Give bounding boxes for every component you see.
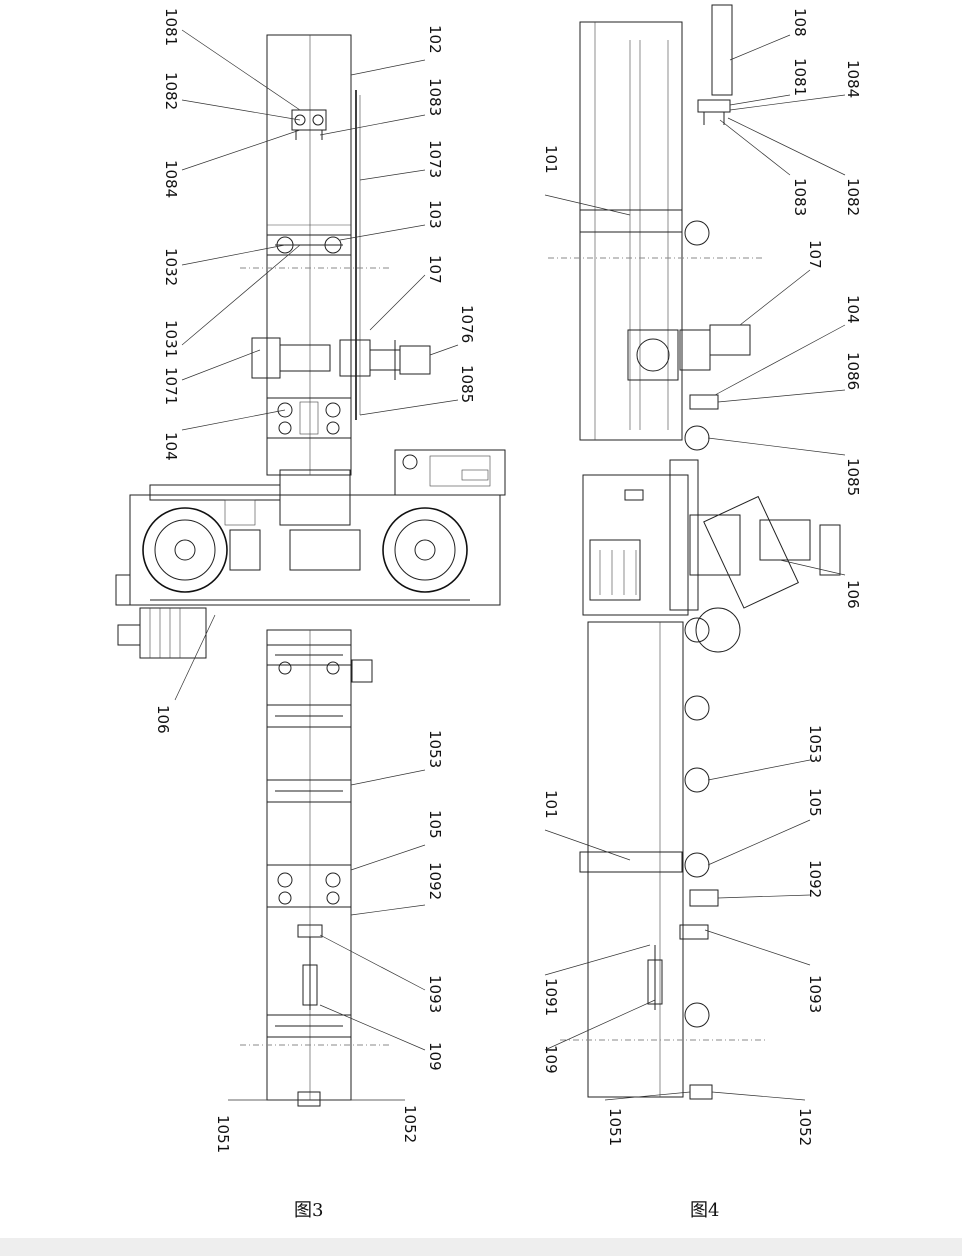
- roller-station-1: [266, 234, 352, 256]
- callout-label: 105: [426, 810, 444, 839]
- guide-wheel-1: [684, 220, 710, 246]
- callout-label: 1051: [606, 1108, 624, 1146]
- roller-station-2: [266, 397, 352, 439]
- callout-label: 101: [542, 790, 560, 819]
- callout-label: 1086: [844, 352, 862, 390]
- pusher-cylinder-109: [297, 924, 323, 1010]
- callout-label: 1081: [791, 58, 809, 96]
- callout-label: 103: [426, 200, 444, 229]
- lower-side-frame: [587, 621, 684, 1098]
- callout-label: 1091: [542, 978, 560, 1016]
- callout-label: 1083: [426, 78, 444, 116]
- callout-label: 1081: [162, 8, 180, 46]
- vertical-cylinder-108: [711, 4, 733, 96]
- callout-label: 1051: [214, 1115, 232, 1153]
- callout-label: 1031: [162, 320, 180, 358]
- band-saw-machine: [115, 469, 501, 659]
- callout-label: 109: [426, 1042, 444, 1071]
- feed-unit-107: [627, 324, 751, 381]
- callout-label: 1092: [426, 862, 444, 900]
- callout-label: 1083: [791, 178, 809, 216]
- callout-label: 107: [426, 255, 444, 284]
- callout-label: 105: [806, 788, 824, 817]
- callout-label: 106: [844, 580, 862, 609]
- callout-label: 1082: [844, 178, 862, 216]
- saw-wheel-right: [382, 507, 468, 593]
- callout-label: 1084: [844, 60, 862, 98]
- viewer-footer-bar: [0, 1238, 962, 1256]
- figure-4-caption: 图4: [690, 1200, 720, 1221]
- lower-roller-stations: [266, 644, 352, 1038]
- callout-label: 1052: [401, 1105, 419, 1143]
- callout-label: 107: [806, 240, 824, 269]
- callout-label: 1073: [426, 140, 444, 178]
- saw-machine-side: [582, 459, 841, 653]
- figure-4-drawing: [548, 4, 841, 1100]
- callout-label: 109: [542, 1045, 560, 1074]
- callout-label: 1093: [806, 975, 824, 1013]
- callout-label: 1085: [844, 458, 862, 496]
- callout-label: 1092: [806, 860, 824, 898]
- figure-3-labels: 102 1081 1082 1083 1084 1073 103 1032 10…: [154, 8, 476, 1153]
- end-stop: [297, 1091, 321, 1107]
- figure-3-drawing: [115, 34, 506, 1107]
- callout-label: 1082: [162, 72, 180, 110]
- callout-label: 1052: [796, 1108, 814, 1146]
- callout-label: 1084: [162, 160, 180, 198]
- callout-label: 104: [162, 432, 180, 461]
- callout-label: 101: [542, 145, 560, 174]
- callout-label: 108: [791, 8, 809, 37]
- control-panel: [394, 449, 506, 496]
- callout-label: 1071: [162, 367, 180, 405]
- figure-3-caption: 图3: [294, 1200, 324, 1221]
- callout-label: 106: [154, 705, 172, 734]
- drive-unit-1071: [251, 337, 431, 380]
- figure-4-leader-lines: [544, 34, 846, 1101]
- clamp-assembly-108x: [697, 99, 731, 125]
- pusher-cylinder-side: [647, 945, 663, 1010]
- callout-label: 1053: [426, 730, 444, 768]
- callout-label: 1076: [458, 305, 476, 343]
- callout-label: 1085: [458, 365, 476, 403]
- saw-wheel-side: [695, 607, 741, 653]
- callout-label: 1032: [162, 248, 180, 286]
- saw-wheel-left: [142, 507, 228, 593]
- callout-label: 102: [426, 25, 444, 54]
- callout-label: 104: [844, 295, 862, 324]
- lower-guide-wheels: [684, 695, 710, 1028]
- clamp-assembly-top: [291, 109, 327, 140]
- guide-wheel-2: [684, 425, 710, 451]
- figure-3-leader-lines: [174, 29, 459, 1101]
- figure-4-labels: 108 1081 1084 1083 1082 101 107 104 1086…: [542, 8, 862, 1146]
- callout-label: 1053: [806, 725, 824, 763]
- callout-label: 1093: [426, 975, 444, 1013]
